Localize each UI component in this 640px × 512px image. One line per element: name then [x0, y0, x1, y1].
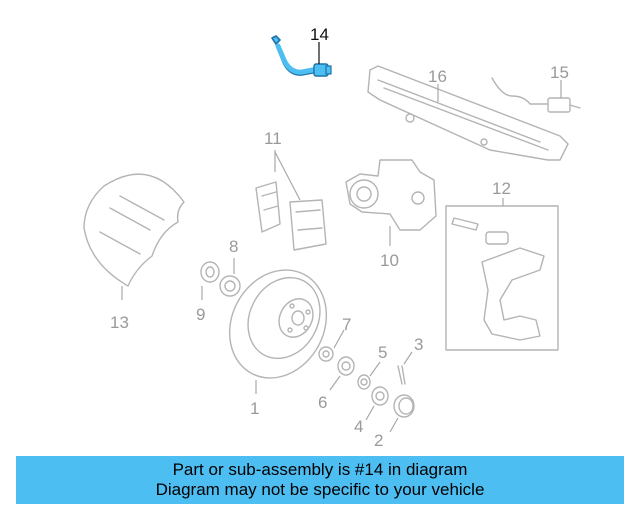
callout-4[interactable]: 4	[354, 417, 363, 436]
callout-9[interactable]: 9	[196, 305, 205, 324]
brake-pads-part[interactable]	[255, 181, 327, 251]
bracket-part[interactable]	[367, 65, 569, 161]
rotor-part[interactable]	[211, 253, 345, 395]
lock-ring-part[interactable]	[371, 386, 389, 406]
parts-diagram: 14 16 15 11 10 12	[83, 25, 581, 450]
callout-2[interactable]: 2	[374, 431, 383, 450]
grease-cap-part[interactable]	[393, 394, 415, 418]
nut-part[interactable]	[357, 374, 371, 390]
callout-10[interactable]: 10	[380, 251, 399, 270]
callout-5[interactable]: 5	[378, 343, 387, 362]
splash-shield-part[interactable]	[83, 173, 185, 287]
callout-7[interactable]: 7	[342, 315, 351, 334]
bearing-part[interactable]	[219, 275, 241, 297]
callout-16[interactable]: 16	[428, 67, 447, 86]
leader-4	[365, 405, 375, 421]
callout-15[interactable]: 15	[550, 63, 569, 82]
caliper-part[interactable]	[345, 159, 437, 231]
caliper-carrier-kit-part[interactable]	[445, 205, 559, 351]
leader-3	[403, 351, 413, 365]
brake-hose-part[interactable]	[271, 35, 332, 77]
wear-sensor-part[interactable]	[491, 77, 581, 113]
callout-3[interactable]: 3	[414, 335, 423, 354]
leader-6	[329, 375, 341, 391]
cotter-pin-part[interactable]	[397, 365, 406, 385]
callout-12[interactable]: 12	[492, 179, 511, 198]
washer-part[interactable]	[318, 346, 334, 362]
leader-11	[274, 150, 301, 201]
callout-8[interactable]: 8	[229, 237, 238, 256]
leader-2	[389, 417, 399, 433]
diagram-notice-banner: Part or sub-assembly is #14 in diagram D…	[16, 456, 624, 504]
outer-bearing-part[interactable]	[337, 356, 355, 376]
callout-1[interactable]: 1	[250, 399, 259, 418]
callout-11[interactable]: 11	[264, 129, 282, 148]
callout-14[interactable]: 14	[310, 25, 329, 44]
seal-part[interactable]	[200, 261, 220, 283]
callout-13[interactable]: 13	[110, 313, 129, 332]
leader-7	[333, 329, 345, 349]
leader-5	[369, 361, 381, 377]
callout-6[interactable]: 6	[318, 393, 327, 412]
notice-line-2: Diagram may not be specific to your vehi…	[155, 480, 485, 499]
notice-line-1: Part or sub-assembly is #14 in diagram	[172, 460, 468, 479]
